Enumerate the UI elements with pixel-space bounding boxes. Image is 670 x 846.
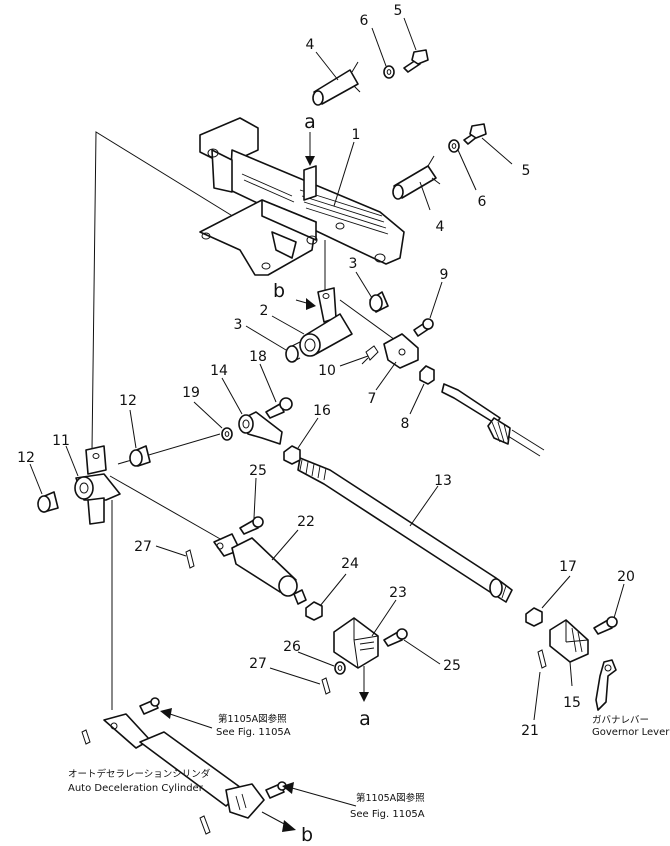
label-part-16: 16 xyxy=(313,403,331,419)
reference-notes: 第1105A図参照 See Fig. 1105A 第1105A図参照 See F… xyxy=(68,713,670,820)
label-part-10: 10 xyxy=(318,363,336,379)
label-part-4-upper: 4 xyxy=(306,37,315,53)
cotter-pin-part-27-upper xyxy=(185,549,195,569)
label-part-15: 15 xyxy=(563,695,581,711)
view-letters: a a b b xyxy=(273,111,371,846)
lever-part-2 xyxy=(299,287,353,357)
collar-part-12-mid xyxy=(129,445,151,467)
collar-part-3-upper xyxy=(369,291,389,313)
pin-part-4-right xyxy=(392,155,441,200)
label-part-22: 22 xyxy=(297,514,315,530)
pin-fig-ref-lower xyxy=(265,781,287,799)
label-part-18: 18 xyxy=(249,349,267,365)
washer-part-19 xyxy=(221,427,233,441)
bolt-part-9 xyxy=(413,318,434,337)
letter-b-bottom: b xyxy=(301,824,313,846)
governor-lever xyxy=(595,659,617,711)
pin-fig-ref-upper xyxy=(139,697,160,715)
note-see-fig-1-jp: 第1105A図参照 xyxy=(218,713,287,725)
label-part-19: 19 xyxy=(182,385,200,401)
collar-part-3-lower xyxy=(285,341,301,363)
label-part-6-upper: 6 xyxy=(360,13,369,29)
label-part-12-left: 12 xyxy=(17,450,35,466)
letter-a-bottom: a xyxy=(359,708,371,730)
note-see-fig-1-en: See Fig. 1105A xyxy=(216,727,291,738)
pin-part-21 xyxy=(537,649,547,669)
washer-part-6-right xyxy=(448,139,460,153)
label-part-25-lower: 25 xyxy=(443,658,461,674)
note-cylinder-en: Auto Deceleration Cylinder xyxy=(68,783,204,794)
bolt-part-18 xyxy=(265,397,293,419)
washer-part-6-upper xyxy=(383,65,395,79)
nut-part-17 xyxy=(525,607,543,627)
bracket-part-1 xyxy=(199,117,405,276)
cotter-pin-part-10 xyxy=(361,345,379,365)
collar-part-12-left xyxy=(37,491,59,513)
label-part-23: 23 xyxy=(389,585,407,601)
label-part-4-right: 4 xyxy=(436,219,445,235)
deceleration-cylinder-assembly xyxy=(81,713,265,835)
clevis-part-23 xyxy=(333,617,379,669)
label-part-6-right: 6 xyxy=(478,194,487,210)
nut-part-24 xyxy=(305,601,323,621)
label-part-8: 8 xyxy=(401,416,410,432)
rod-part-13 xyxy=(297,457,513,603)
label-part-1: 1 xyxy=(352,127,361,143)
label-part-25-upper: 25 xyxy=(249,463,267,479)
note-governor-en: Governor Lever xyxy=(592,727,670,738)
label-part-26: 26 xyxy=(283,639,301,655)
bolt-part-20 xyxy=(593,616,618,635)
arrows xyxy=(160,132,369,832)
note-see-fig-2-en: See Fig. 1105A xyxy=(350,809,425,820)
label-part-17: 17 xyxy=(559,559,577,575)
label-part-14: 14 xyxy=(210,363,228,379)
rod-end-part-14 xyxy=(238,411,283,445)
cable-end xyxy=(441,383,545,457)
fitting-part-15 xyxy=(549,619,589,663)
lever-part-11 xyxy=(74,445,121,525)
label-part-27-lower: 27 xyxy=(249,656,267,672)
pin-part-4-upper xyxy=(312,61,361,106)
letter-a-top: a xyxy=(304,111,316,133)
label-part-24: 24 xyxy=(341,556,359,572)
label-part-20: 20 xyxy=(617,569,635,585)
label-part-21: 21 xyxy=(521,723,539,739)
part-labels: 1 2 3 3 4 4 5 5 6 6 7 8 9 10 11 12 12 13… xyxy=(17,3,635,739)
label-part-11: 11 xyxy=(52,433,70,449)
note-governor-jp: ガバナレバー xyxy=(592,715,649,726)
label-part-12-mid: 12 xyxy=(119,393,137,409)
label-part-2: 2 xyxy=(260,303,269,319)
label-part-27-upper: 27 xyxy=(134,539,152,555)
leader-lines xyxy=(29,17,625,721)
label-part-13: 13 xyxy=(434,473,452,489)
clevis-part-7 xyxy=(383,333,419,369)
bolt-part-5-upper xyxy=(403,49,429,73)
nut-part-16 xyxy=(283,445,301,465)
label-part-5-upper: 5 xyxy=(394,3,403,19)
washer-part-26 xyxy=(334,661,346,675)
label-part-9: 9 xyxy=(440,267,449,283)
note-cylinder-jp: オートデセラレーションシリンダ xyxy=(68,768,211,780)
bolt-part-5-right xyxy=(463,123,487,145)
label-part-3-lower: 3 xyxy=(234,317,243,333)
cylinder-part-22 xyxy=(213,533,307,605)
nut-part-8 xyxy=(419,365,435,385)
note-see-fig-2-jp: 第1105A図参照 xyxy=(356,792,425,804)
label-part-3-upper: 3 xyxy=(349,256,358,272)
cotter-pin-part-27-lower xyxy=(321,677,331,695)
bolt-part-25-upper xyxy=(239,516,264,535)
label-part-7: 7 xyxy=(368,391,377,407)
label-part-5-right: 5 xyxy=(522,163,531,179)
letter-b-top: b xyxy=(273,280,285,302)
bolt-part-25-lower xyxy=(383,628,408,647)
